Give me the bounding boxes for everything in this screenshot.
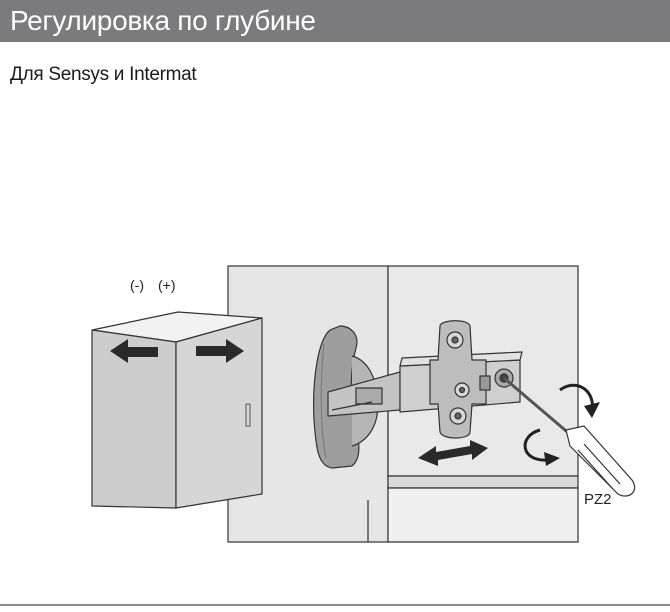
rotation-arrowhead-bottom-icon	[544, 452, 560, 466]
footer-divider	[0, 604, 670, 606]
plus-label: (+)	[158, 277, 176, 293]
tool-label: PZ2	[584, 491, 612, 508]
depth-double-arrow-icon	[418, 440, 488, 466]
rotation-arrowhead-top-icon	[584, 402, 600, 418]
mounting-plate-icon	[429, 320, 514, 439]
screwdriver-icon	[503, 376, 636, 497]
page-title: Регулировка по глубине	[10, 5, 316, 36]
minus-label: (-)	[130, 277, 144, 293]
header-bar: Регулировка по глубине	[0, 0, 670, 42]
arrow-minus-icon	[110, 339, 158, 363]
door-box	[91, 311, 263, 509]
subtitle: Для Sensys и Intermat	[10, 64, 197, 85]
arrow-plus-icon	[196, 339, 244, 363]
